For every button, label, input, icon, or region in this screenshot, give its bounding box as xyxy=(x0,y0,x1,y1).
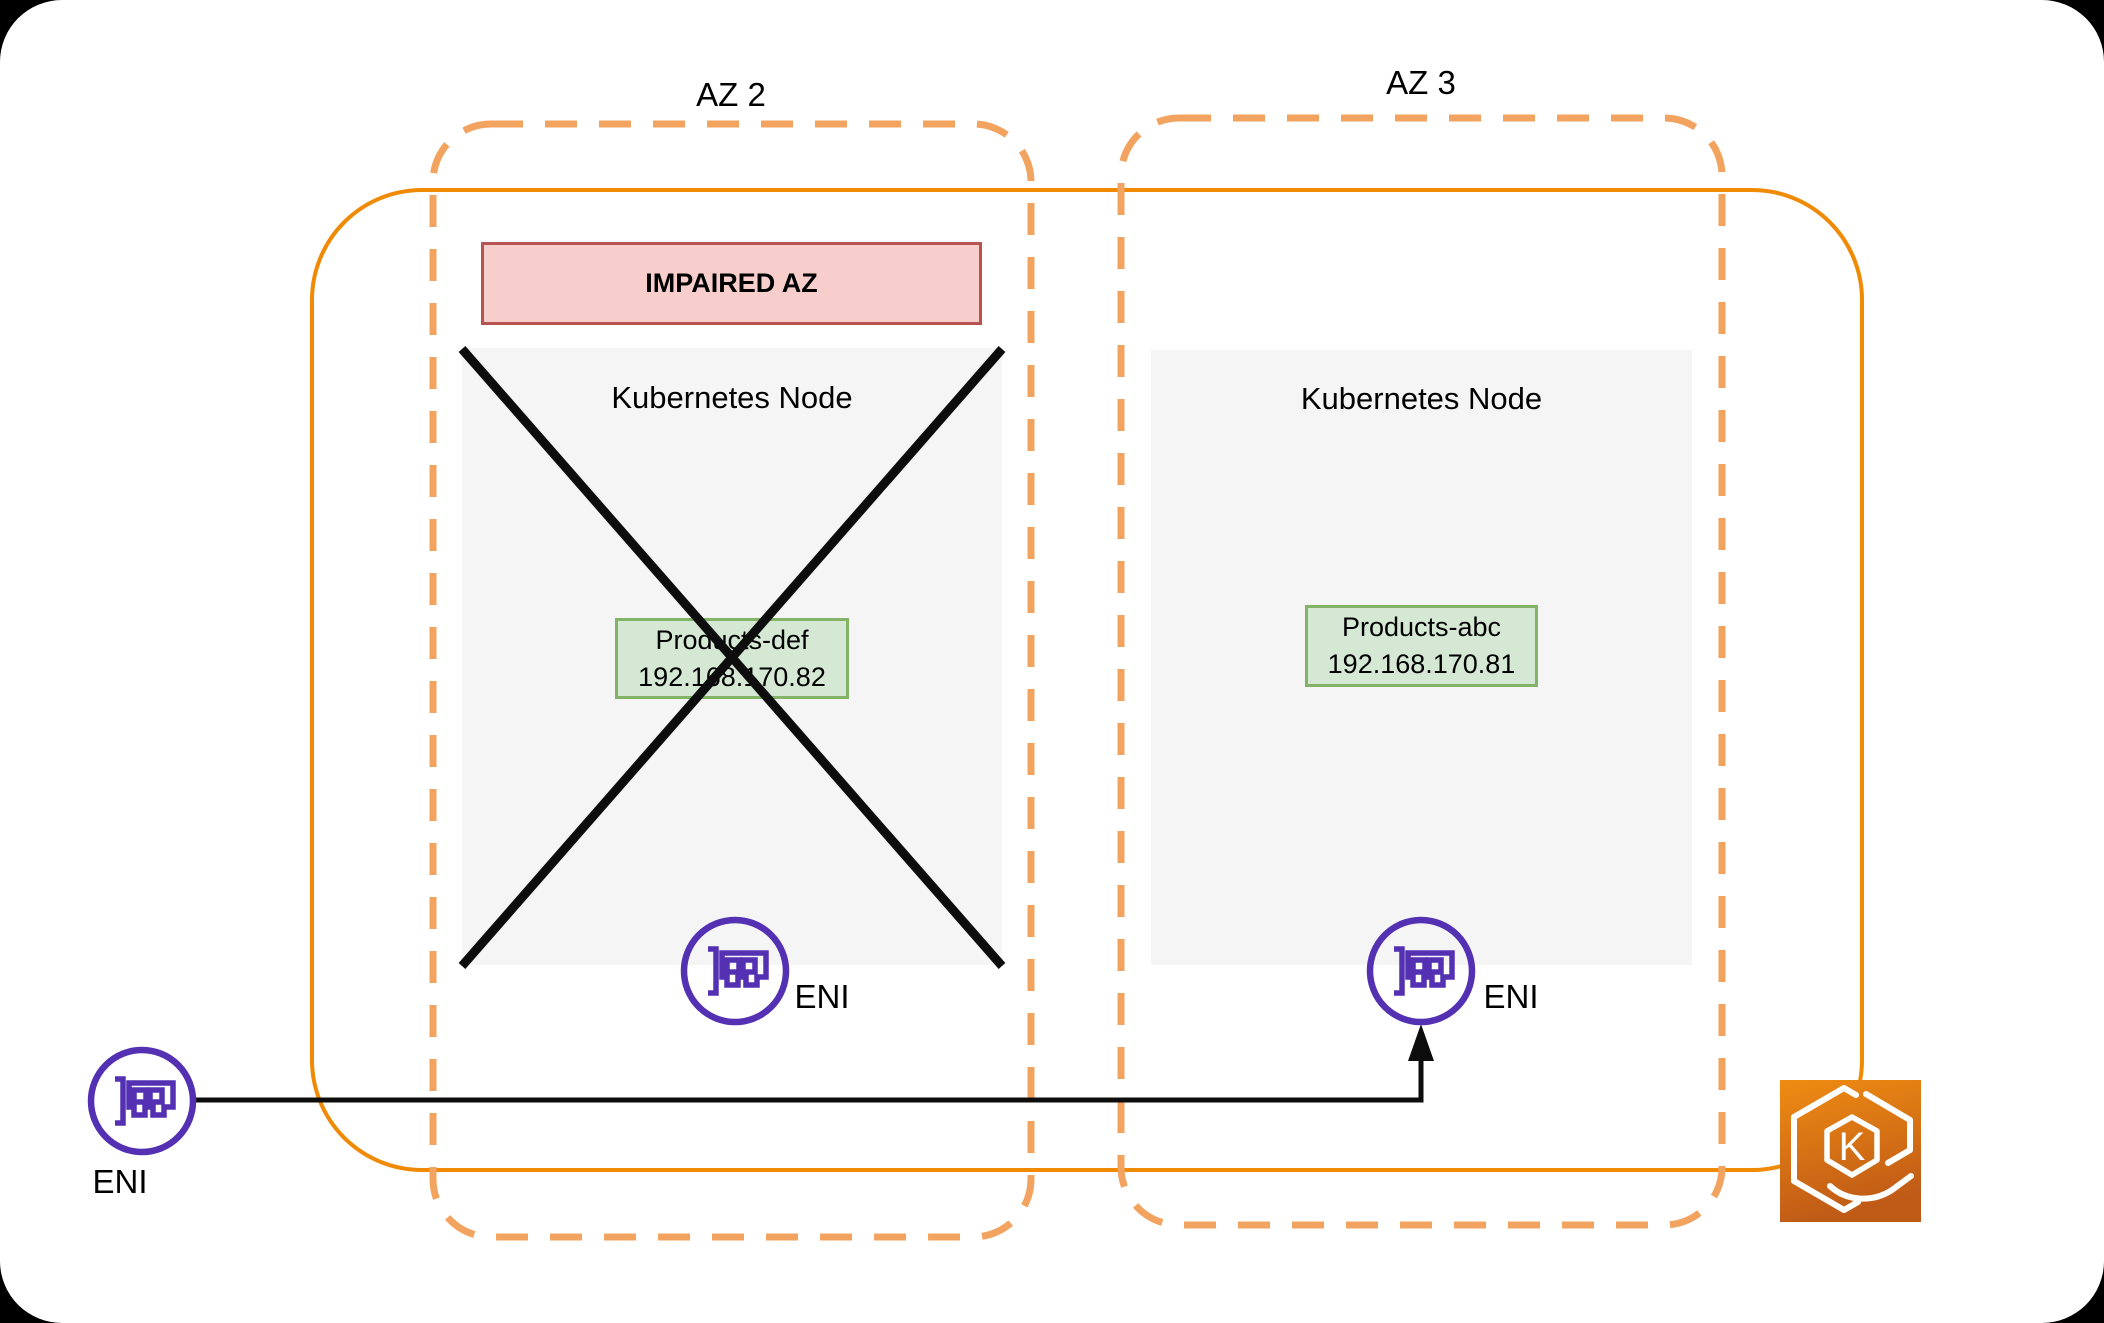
pod-products-def-name: Products-def xyxy=(655,624,809,655)
pod-products-abc-ip: 192.168.170.81 xyxy=(1327,649,1516,679)
eni-icon-external xyxy=(87,1046,197,1156)
eni-label-external: ENI xyxy=(92,1163,148,1200)
eks-icon-letter: K xyxy=(1839,1125,1866,1169)
az2-label: AZ 2 xyxy=(696,76,766,113)
arrowhead xyxy=(1408,1024,1434,1061)
eni-label-az2: ENI xyxy=(794,978,850,1015)
az3-label: AZ 3 xyxy=(1386,64,1456,101)
pod-products-def: Products-def 192.168.170.82 xyxy=(615,618,849,699)
eks-icon-background xyxy=(1780,1080,1921,1222)
pod-products-def-ip: 192.168.170.82 xyxy=(638,661,826,692)
kubernetes-node-az2-title: Kubernetes Node xyxy=(611,380,853,415)
pod-products-abc: Products-abc 192.168.170.81 xyxy=(1305,605,1538,687)
kubernetes-node-az3-title: Kubernetes Node xyxy=(1300,381,1543,416)
eni-connection-arrow xyxy=(193,1024,1434,1103)
impaired-az-banner: IMPAIRED AZ xyxy=(481,242,982,325)
eks-icon: K xyxy=(1780,1080,1921,1222)
eni-label-az3: ENI xyxy=(1483,978,1539,1015)
pod-products-abc-name: Products-abc xyxy=(1341,612,1502,642)
